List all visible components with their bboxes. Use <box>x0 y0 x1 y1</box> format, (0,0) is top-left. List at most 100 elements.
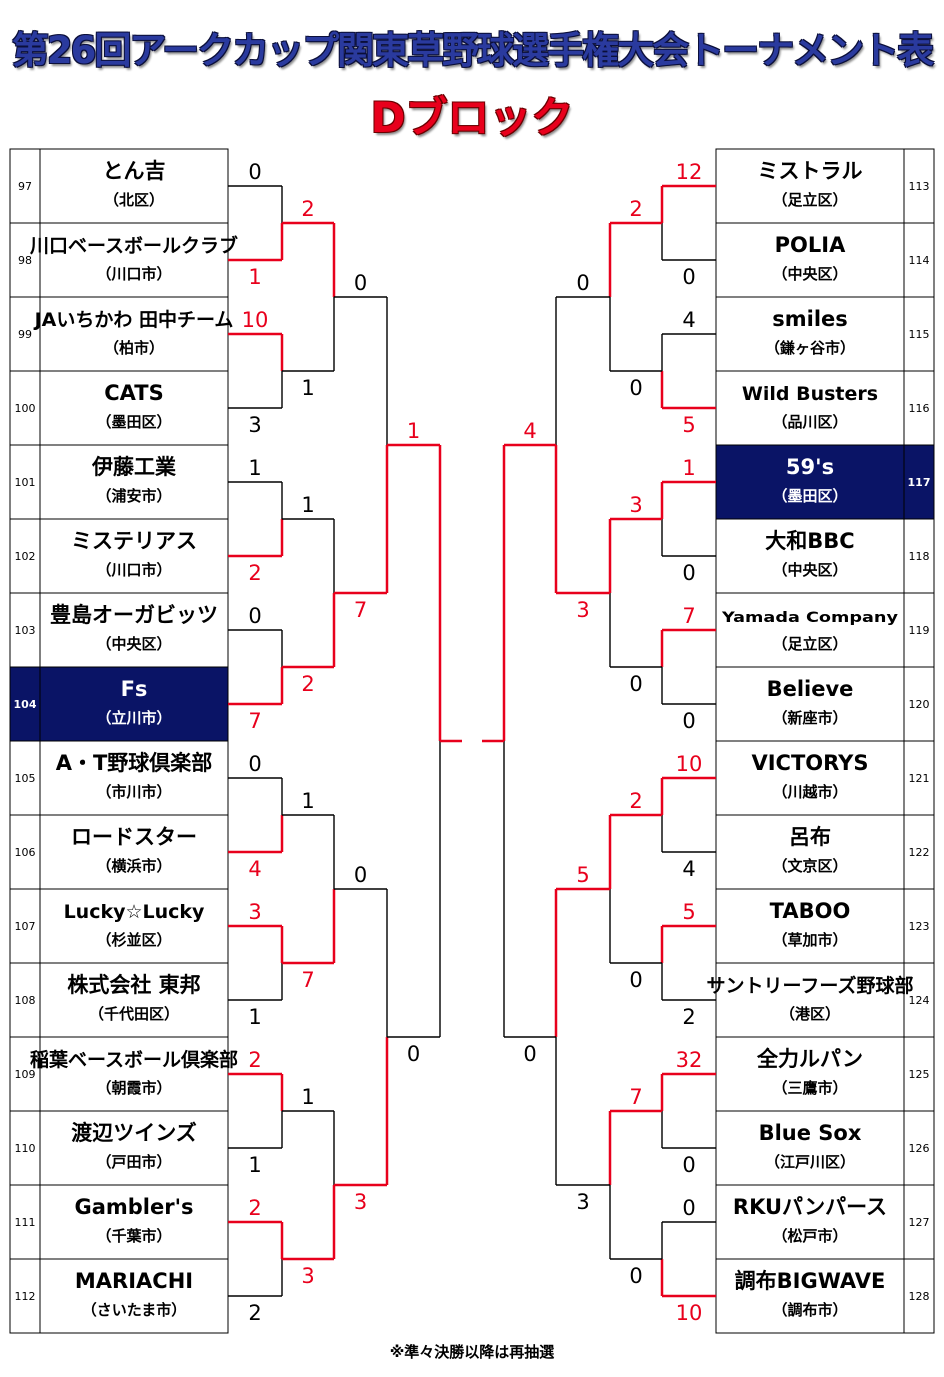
match-score: 2 <box>248 1196 261 1220</box>
match-score: 7 <box>354 598 367 622</box>
match-score: 2 <box>248 561 261 585</box>
match-score: 4 <box>523 419 536 443</box>
team-location: （朝霞市） <box>96 1079 171 1097</box>
team-location: （千葉市） <box>96 1227 171 1245</box>
match-score: 1 <box>248 265 261 289</box>
team-name: TABOO <box>770 899 851 923</box>
team-highlight <box>716 445 934 519</box>
team-number: 114 <box>909 254 930 267</box>
team-name: 川口ベースボールクラブ <box>29 234 238 257</box>
match-score: 0 <box>682 709 695 733</box>
team-number: 124 <box>909 994 930 1007</box>
team-number: 109 <box>15 1068 36 1081</box>
match-score: 4 <box>248 857 261 881</box>
match-score: 5 <box>576 863 589 887</box>
match-score: 0 <box>629 376 642 400</box>
team-highlight <box>10 667 228 741</box>
team-location: （柏市） <box>104 339 164 357</box>
team-name: 株式会社 東邦 <box>67 973 200 997</box>
team-name: RKUパンパース <box>733 1195 887 1219</box>
team-number: 121 <box>909 772 930 785</box>
team-number: 126 <box>909 1142 930 1155</box>
team-name: Believe <box>767 677 854 701</box>
team-name: 稲葉ベースボール倶楽部 <box>30 1048 238 1071</box>
match-score: 3 <box>301 1264 314 1288</box>
team-number: 122 <box>909 846 930 859</box>
team-name: Blue Sox <box>759 1121 862 1145</box>
team-location: （横浜市） <box>96 857 171 875</box>
team-name: Fs <box>121 677 148 701</box>
match-score: 1 <box>301 376 314 400</box>
team-number: 123 <box>909 920 930 933</box>
match-score: 0 <box>682 1196 695 1220</box>
team-number: 112 <box>15 1290 36 1303</box>
match-score: 1 <box>301 789 314 813</box>
team-number: 100 <box>15 402 36 415</box>
match-score: 7 <box>301 968 314 992</box>
match-score: 1 <box>248 456 261 480</box>
match-score: 4 <box>682 308 695 332</box>
team-name: A・T野球倶楽部 <box>56 751 213 775</box>
team-location: （千代田区） <box>89 1005 179 1023</box>
team-location: （北区） <box>104 191 164 209</box>
team-number: 113 <box>909 180 930 193</box>
match-score: 2 <box>629 789 642 813</box>
team-number: 120 <box>909 698 930 711</box>
team-location: （市川市） <box>96 783 171 801</box>
team-location: （川口市） <box>96 561 171 579</box>
match-score: 0 <box>248 160 261 184</box>
match-score: 0 <box>354 863 367 887</box>
team-location: （新座市） <box>772 709 847 727</box>
match-score: 10 <box>242 308 269 332</box>
match-score: 3 <box>576 598 589 622</box>
match-score: 0 <box>407 1042 420 1066</box>
team-location: （墨田区） <box>772 487 847 505</box>
team-name-cell <box>715 592 905 668</box>
team-location: （杉並区） <box>96 931 171 949</box>
team-row: 120 Believe （新座市） <box>715 666 935 742</box>
team-number: 110 <box>15 1142 36 1155</box>
team-name: Yamada Company <box>721 610 898 626</box>
match-score: 2 <box>682 1005 695 1029</box>
team-location: （三鷹市） <box>772 1079 847 1097</box>
team-name: MARIACHI <box>75 1269 193 1293</box>
match-score: 5 <box>682 413 695 437</box>
team-name: smiles <box>772 307 848 331</box>
team-name: 調布BIGWAVE <box>735 1269 886 1293</box>
match-score: 0 <box>682 561 695 585</box>
match-score: 12 <box>676 160 703 184</box>
team-location: （文京区） <box>772 857 847 875</box>
team-row: 115 smiles （鎌ヶ谷市） <box>715 296 935 372</box>
team-location: （中央区） <box>772 265 847 283</box>
team-name: Lucky☆Lucky <box>64 901 205 923</box>
match-score: 1 <box>301 1085 314 1109</box>
team-name: Gambler's <box>74 1195 193 1219</box>
match-score: 7 <box>682 604 695 628</box>
match-score: 0 <box>629 968 642 992</box>
team-number: 115 <box>909 328 930 341</box>
team-name: 豊島オーガビッツ <box>50 603 218 627</box>
match-score: 1 <box>682 456 695 480</box>
team-location: （さいたま市） <box>82 1301 187 1319</box>
team-location: （鎌ヶ谷市） <box>765 339 855 357</box>
footnote: ※準々決勝以降は再抽選 <box>389 1343 555 1361</box>
team-location: （足立区） <box>772 635 847 653</box>
team-name: JAいちかわ 田中チーム <box>33 308 234 331</box>
match-score: 0 <box>682 265 695 289</box>
team-number: 127 <box>909 1216 930 1229</box>
